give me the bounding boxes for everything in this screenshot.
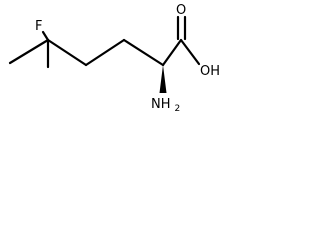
bond-c1-hydroxyl [179,38,201,66]
wedge-bond-c2-amino [159,65,167,93]
carbonyl-oxygen-label: O [176,3,186,18]
bond-c3-c2 [122,38,165,67]
bond-c5-methyl-left [8,38,50,65]
amino-subscript: 2 [175,104,181,114]
bond-c5-fluorine [41,30,50,42]
bond-c5-c4 [46,38,88,67]
fluorine-label: F [35,19,42,34]
amino-n-label: NH [151,97,171,112]
bond-c4-c3 [84,38,126,67]
molecule-structure: F O OH NH 2 [8,3,220,114]
amino-label: NH 2 [151,95,180,114]
hydroxyl-label: OH [200,64,220,79]
bond-c2-c1 [161,38,183,67]
